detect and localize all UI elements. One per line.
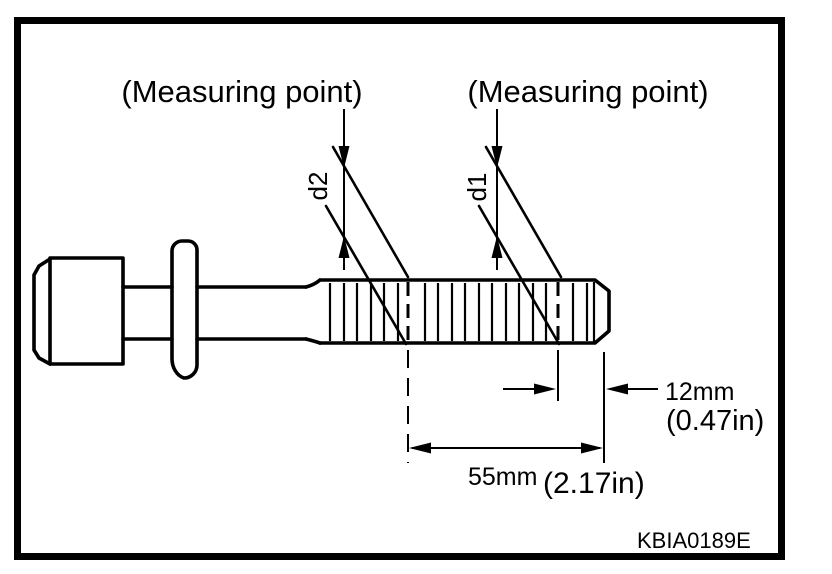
- dim-value-217in: (2.17in): [543, 467, 645, 500]
- figure-code: KBIA0189E: [637, 528, 751, 553]
- arrow-right-icon: [581, 442, 603, 454]
- arrow-down-icon: [338, 146, 350, 168]
- bolt-drawing: [32, 239, 611, 380]
- bolt-shank-transition-top: [304, 278, 322, 289]
- measuring-point-label-right: (Measuring point): [467, 74, 708, 109]
- arrow-left-icon: [606, 383, 628, 395]
- dim-value-55mm: 55mm: [468, 463, 537, 491]
- arrow-left-icon: [409, 442, 431, 454]
- measuring-point-callout-d2: (Measuring point) d2: [121, 74, 410, 346]
- bolt-thread-outline: [318, 278, 611, 345]
- dim-label-d2: d2: [303, 172, 333, 201]
- dim-label-d1: d1: [462, 173, 492, 202]
- measuring-point-callout-d1: (Measuring point) d1: [462, 74, 709, 346]
- thread-lines: [328, 282, 596, 342]
- figure-border: [14, 17, 785, 560]
- bolt-shank-transition-bottom: [304, 337, 322, 345]
- gauge-line-d1-upper: [484, 145, 563, 279]
- arrow-up-icon: [338, 236, 350, 258]
- dim-value-047in: (0.47in): [666, 405, 764, 437]
- bolt-head-end-cap: [32, 257, 52, 366]
- gauge-line-d2-lower: [324, 204, 408, 346]
- bolt-washer-flange: [170, 239, 199, 380]
- dimension-55mm: 55mm (2.17in): [407, 350, 645, 500]
- gauge-line-d1-lower: [477, 204, 561, 346]
- bolt-head: [48, 256, 125, 366]
- gauge-line-d2-upper: [331, 145, 410, 279]
- measuring-point-label-left: (Measuring point): [121, 74, 362, 109]
- arrow-right-icon: [534, 383, 556, 395]
- dim-value-12mm: 12mm: [665, 378, 734, 406]
- arrow-down-icon: [491, 146, 503, 168]
- dimension-12mm: 12mm (0.47in): [503, 350, 764, 463]
- arrow-up-icon: [491, 236, 503, 258]
